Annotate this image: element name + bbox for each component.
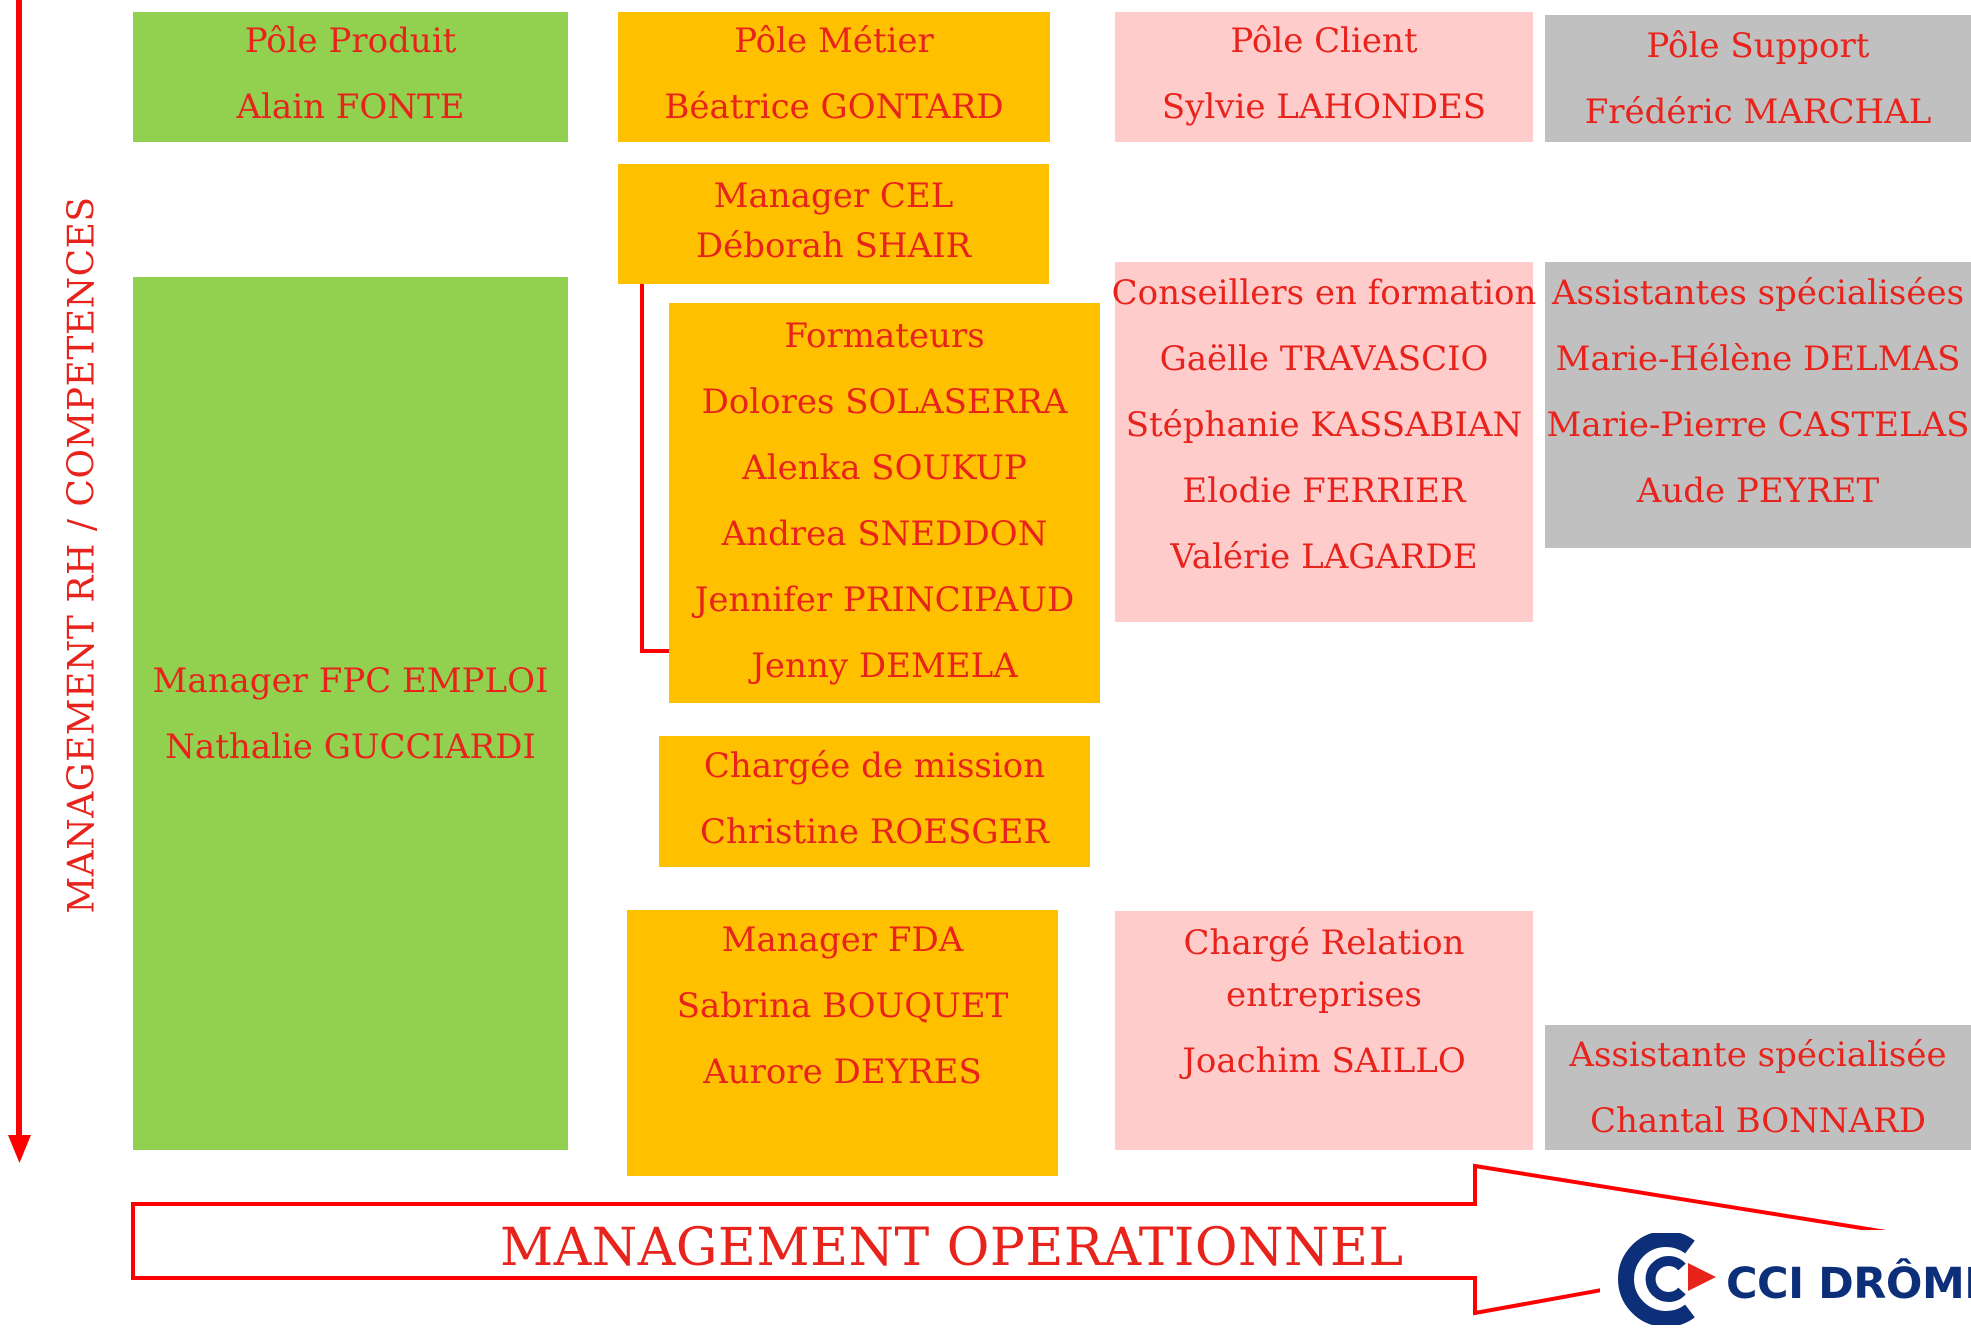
manager-fpc-title: Manager FPC EMPLOI: [152, 660, 549, 701]
conseiller-name: Valérie LAGARDE: [1170, 537, 1478, 577]
formateur-name: Dolores SOLASERRA: [701, 382, 1068, 422]
chargee-mission-title: Chargée de mission: [703, 746, 1046, 786]
pole-support-title: Pôle Support: [1646, 26, 1870, 66]
cci-logo-text: CCI DRÔME: [1726, 1259, 1971, 1309]
pole-support-name: Frédéric MARCHAL: [1584, 92, 1932, 132]
formateur-name: Jenny DEMELA: [751, 646, 1018, 686]
assistante-title: Assistante spécialisée: [1569, 1035, 1947, 1075]
pole-client-box: Pôle Client Sylvie LAHONDES: [1115, 12, 1533, 142]
pole-metier-title: Pôle Métier: [734, 21, 934, 61]
manager-fda-name: Aurore DEYRES: [703, 1052, 982, 1092]
relation-entreprises-title-line2: entreprises: [1226, 975, 1422, 1015]
cci-logo-icon: [1618, 1233, 1716, 1325]
pole-produit-box: Pôle Produit Alain FONTE: [133, 12, 568, 142]
formateur-name: Alenka SOUKUP: [742, 448, 1027, 488]
relation-entreprises-box: Chargé Relation entreprises Joachim SAIL…: [1115, 911, 1533, 1150]
pole-metier-name: Béatrice GONTARD: [664, 87, 1004, 127]
manager-cel-box: Manager CEL Déborah SHAIR: [618, 164, 1049, 284]
manager-fda-title: Manager FDA: [721, 920, 964, 960]
conseiller-name: Stéphanie KASSABIAN: [1125, 405, 1523, 445]
formateurs-title: Formateurs: [784, 316, 985, 356]
formateurs-box: Formateurs Dolores SOLASERRA Alenka SOUK…: [669, 303, 1100, 703]
manager-fpc-name: Nathalie GUCCIARDI: [165, 726, 536, 767]
assistante-name: Aude PEYRET: [1636, 471, 1880, 511]
pole-support-box: Pôle Support Frédéric MARCHAL: [1545, 15, 1971, 142]
assistante-name: Chantal BONNARD: [1589, 1101, 1927, 1141]
pole-metier-box: Pôle Métier Béatrice GONTARD: [618, 12, 1050, 142]
manager-cel-title: Manager CEL: [713, 176, 954, 216]
chargee-mission-box: Chargée de mission Christine ROESGER: [659, 736, 1090, 867]
pole-client-name: Sylvie LAHONDES: [1161, 87, 1487, 127]
assistantes-box: Assistantes spécialisées Marie-Hélène DE…: [1545, 262, 1971, 548]
operational-management-label: MANAGEMENT OPERATIONNEL: [500, 1218, 1404, 1278]
assistante-box: Assistante spécialisée Chantal BONNARD: [1545, 1025, 1971, 1150]
conseiller-name: Gaëlle TRAVASCIO: [1159, 339, 1489, 379]
pole-produit-name: Alain FONTE: [236, 87, 465, 127]
chargee-mission-name: Christine ROESGER: [699, 812, 1049, 852]
manager-fpc-box: Manager FPC EMPLOI Nathalie GUCCIARDI: [133, 277, 568, 1150]
pole-client-title: Pôle Client: [1230, 21, 1418, 61]
cel-connector: [640, 284, 670, 653]
manager-fda-box: Manager FDA Sabrina BOUQUET Aurore DEYRE…: [627, 910, 1058, 1176]
assistante-name: Marie-Hélène DELMAS: [1555, 339, 1961, 379]
formateur-name: Jennifer PRINCIPAUD: [694, 580, 1075, 620]
conseillers-box: Conseillers en formation Gaëlle TRAVASCI…: [1112, 262, 1536, 622]
conseillers-title: Conseillers en formation: [1111, 273, 1537, 313]
assistante-name: Marie-Pierre CASTELAS: [1546, 405, 1970, 445]
formateur-name: Andrea SNEDDON: [721, 514, 1048, 554]
assistantes-title: Assistantes spécialisées: [1551, 273, 1965, 313]
conseiller-name: Elodie FERRIER: [1182, 471, 1466, 511]
manager-cel-name: Déborah SHAIR: [695, 226, 972, 266]
manager-fda-name: Sabrina BOUQUET: [676, 986, 1009, 1026]
pole-produit-title: Pôle Produit: [244, 21, 457, 61]
vertical-arrow: [8, 0, 31, 1163]
relation-entreprises-title-line1: Chargé Relation: [1183, 923, 1465, 963]
relation-entreprises-name: Joachim SAILLO: [1182, 1041, 1466, 1081]
